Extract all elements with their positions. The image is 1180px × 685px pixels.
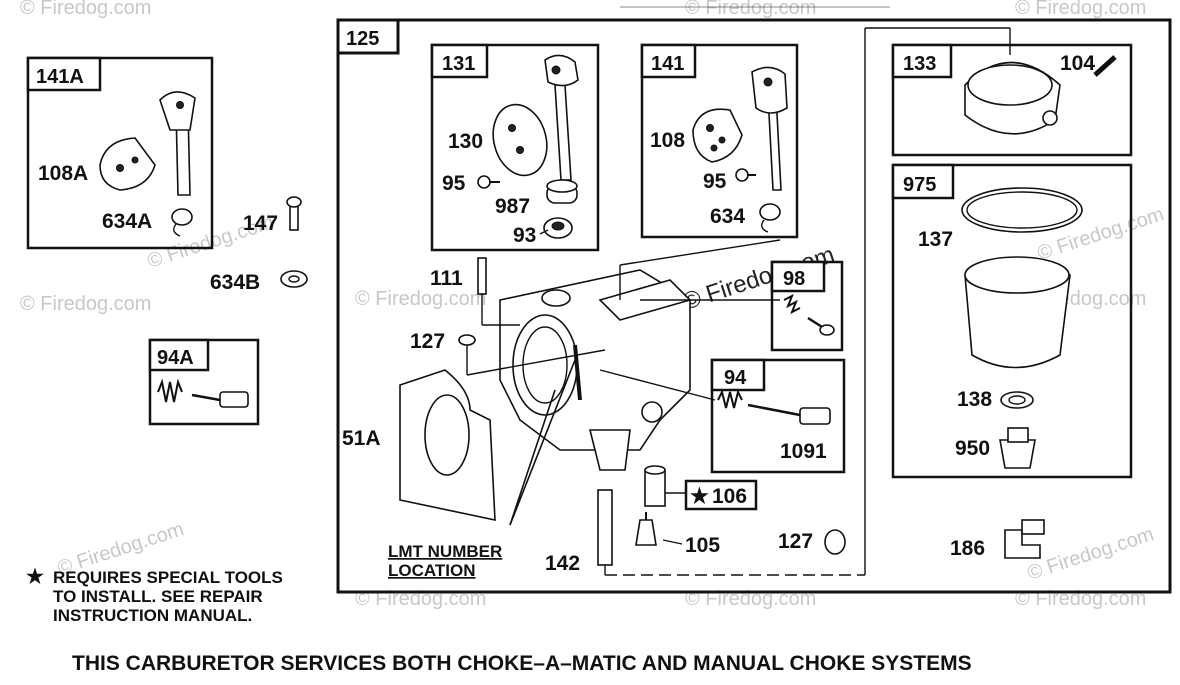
group-label-975: 975 (903, 174, 936, 196)
group-label-141: 141 (651, 53, 684, 75)
note-line-2: TO INSTALL. SEE REPAIR (53, 587, 263, 606)
group-label-131: 131 (442, 53, 475, 75)
lmt-label-line-1: LMT NUMBER (388, 542, 502, 561)
group-133: 133 104 (891, 43, 1133, 157)
part-label-108: 108 (650, 129, 685, 152)
loose-parts-left: 147 634B (210, 196, 308, 294)
group-label-133: 133 (903, 53, 936, 75)
group-131: 131 130 95 987 93 (430, 43, 600, 252)
fitting-186: 186 (950, 519, 1045, 560)
part-label-950: 950 (955, 437, 990, 460)
footer-note: THIS CARBURETOR SERVICES BOTH CHOKE–A–MA… (72, 652, 972, 675)
group-94A: 94A (148, 338, 260, 426)
part-label-1091: 1091 (780, 440, 827, 463)
part-label-186: 186 (950, 537, 985, 560)
group-label-94A: 94A (157, 347, 194, 369)
group-label-98: 98 (783, 268, 805, 290)
choke-shaft-drawing (554, 84, 572, 181)
part-label-634: 634 (710, 205, 745, 228)
group-98: 98 (770, 260, 844, 352)
watermark: © Firedog.com (685, 0, 816, 19)
part-label-130: 130 (448, 130, 483, 153)
watermark: © Firedog.com (20, 0, 151, 19)
choke-plate-drawing (99, 137, 156, 191)
part-label-634B: 634B (210, 271, 260, 294)
part-label-127: 127 (410, 330, 445, 353)
special-tool-callout-106 (684, 479, 758, 511)
watermark: © Firedog.com (20, 293, 151, 315)
part-label-51A: 51A (342, 427, 381, 450)
float-bowl-drawing (964, 274, 1071, 369)
choke-plate-drawing (692, 108, 743, 163)
note-line-3: INSTRUCTION MANUAL. (53, 606, 252, 625)
group-141: 141 108 95 634 (640, 43, 799, 239)
gasket-drawing (961, 187, 1083, 233)
part-label-95: 95 (442, 172, 466, 195)
gasket-51A-drawing: 51A (342, 369, 496, 521)
part-label-987: 987 (495, 195, 530, 218)
lmt-label-line-2: LOCATION (388, 561, 476, 580)
watermark: © Firedog.com (355, 288, 486, 310)
part-label-93: 93 (513, 224, 536, 247)
choke-plate-drawing (492, 103, 548, 177)
part-label-147: 147 (243, 212, 278, 235)
part-label-108A: 108A (38, 162, 88, 185)
group-975: 975 137 138 950 (891, 163, 1133, 479)
group-94: 94 1091 (710, 358, 846, 474)
lmt-number-location: LMT NUMBER LOCATION (388, 359, 576, 580)
part-label-105: 105 (685, 534, 720, 557)
part-label-127: 127 (778, 530, 813, 553)
watermark: © Firedog.com (1015, 0, 1146, 19)
part-label-106: 106 (712, 485, 747, 508)
part-label-111: 111 (430, 267, 463, 290)
note-line-1: REQUIRES SPECIAL TOOLS (53, 568, 283, 587)
carburetor-body-drawing (499, 269, 692, 471)
part-label-95: 95 (703, 170, 727, 193)
group-125: 125 (336, 6, 1172, 594)
group-label-141A: 141A (36, 66, 84, 88)
special-tools-note: ★ REQUIRES SPECIAL TOOLS TO INSTALL. SEE… (26, 566, 283, 625)
body-parts: 111 127 105 ★ 106 142 127 (410, 239, 846, 575)
part-label-138: 138 (957, 388, 992, 411)
special-tool-star: ★ (690, 485, 709, 508)
part-label-104: 104 (1060, 52, 1095, 75)
part-label-634A: 634A (102, 210, 152, 233)
star-icon: ★ (26, 566, 44, 588)
part-label-142: 142 (545, 552, 580, 575)
group-label-94: 94 (724, 367, 747, 389)
group-141A: 141A 108A 634A (26, 56, 214, 250)
group-label-125: 125 (346, 28, 379, 50)
part-label-137: 137 (918, 228, 953, 251)
